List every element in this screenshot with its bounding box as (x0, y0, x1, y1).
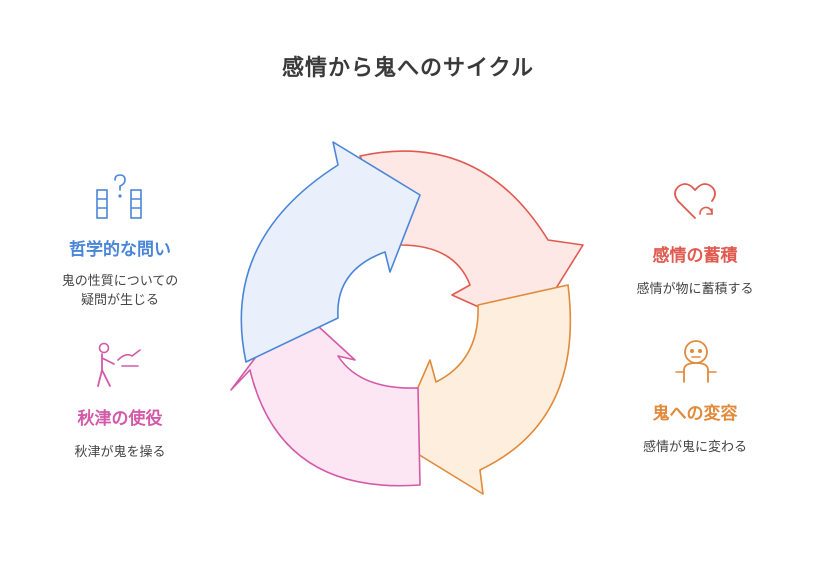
stage-transformation-text: 感情が鬼に変わる (642, 440, 747, 455)
question-doors-icon (96, 174, 142, 219)
stage-accumulation-text: 感情が物に蓄積する (636, 282, 754, 297)
alien-icon (675, 340, 717, 383)
stage-manipulation-heading: 秋津の使役 (77, 409, 163, 429)
stage-accumulation: 感情の蓄積 感情が物に蓄積する (610, 241, 780, 299)
cycle-arrow-manipulation (230, 304, 421, 487)
stage-questioning-text-line-1: 鬼の性質についての (61, 274, 179, 289)
stage-questioning-text-line-2: 疑問が生じる (80, 293, 159, 308)
heart-refresh-icon (674, 183, 716, 219)
stage-transformation: 鬼への変容 感情が鬼に変わる (610, 399, 780, 457)
diagram-title: 感情から鬼へのサイクル (282, 56, 534, 81)
cycle-arrow-transformation (394, 284, 572, 495)
stage-transformation-heading: 鬼への変容 (652, 404, 738, 424)
stage-accumulation-heading: 感情の蓄積 (652, 246, 738, 266)
stage-questioning-heading: 哲学的な問い (69, 240, 171, 260)
person-pushing-icon (97, 342, 141, 387)
stage-questioning: 哲学的な問い 鬼の性質についての 疑問が生じる (35, 235, 205, 310)
stage-questioning-text: 鬼の性質についての 疑問が生じる (35, 272, 205, 310)
cycle-arrow-questioning (240, 141, 421, 363)
stage-manipulation: 秋津の使役 秋津が鬼を操る (35, 404, 205, 462)
stage-manipulation-text: 秋津が鬼を操る (74, 445, 166, 460)
